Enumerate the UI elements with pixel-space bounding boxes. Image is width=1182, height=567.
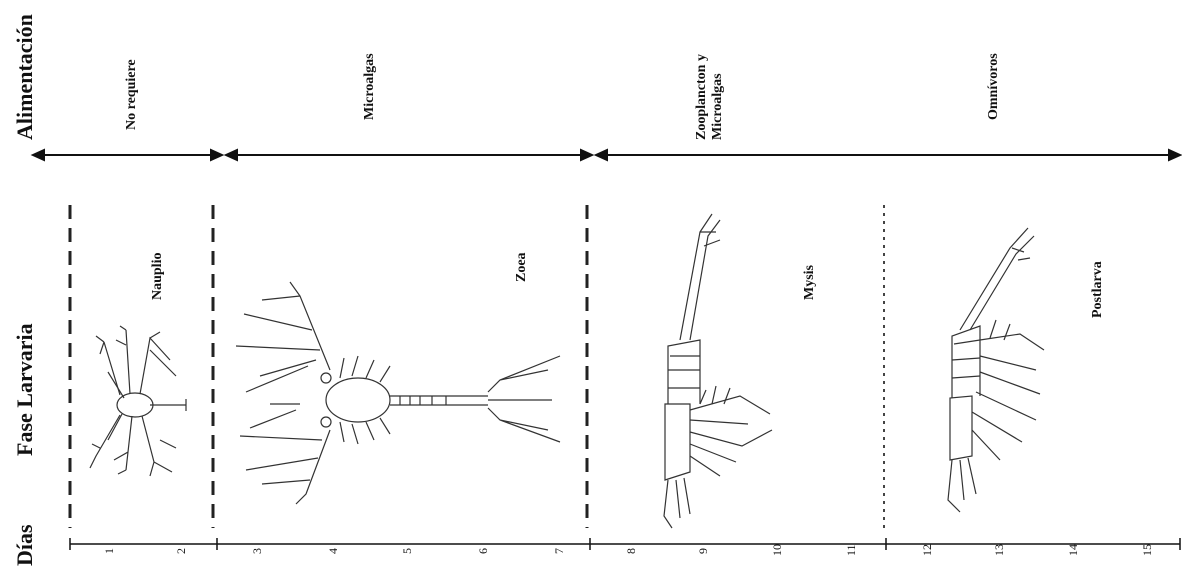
day-tick: 12 bbox=[920, 544, 935, 556]
stage-label-zoea: Zoea bbox=[514, 252, 530, 282]
postlarva-drawing bbox=[948, 228, 1044, 512]
day-tick: 9 bbox=[696, 548, 711, 554]
day-tick: 6 bbox=[476, 548, 491, 554]
day-tick: 1 bbox=[102, 548, 117, 554]
day-tick: 5 bbox=[400, 548, 415, 554]
days-row-title: Días bbox=[12, 524, 38, 566]
feeding-row-title: Alimentación bbox=[12, 14, 38, 140]
feeding-label-no-requiere: No requiere bbox=[124, 59, 140, 130]
day-tick: 3 bbox=[250, 548, 265, 554]
day-tick: 15 bbox=[1140, 544, 1155, 556]
feeding-label-omnivoros: Omnívoros bbox=[986, 53, 1002, 120]
day-tick: 11 bbox=[844, 544, 859, 556]
stage-label-postlarva: Postlarva bbox=[1090, 261, 1106, 318]
day-tick: 14 bbox=[1066, 544, 1081, 556]
day-tick: 10 bbox=[770, 544, 785, 556]
feeding-label-microalgas: Microalgas bbox=[362, 53, 378, 120]
stage-label-nauplio: Nauplio bbox=[150, 253, 166, 300]
mysis-drawing bbox=[664, 214, 772, 528]
day-tick: 2 bbox=[174, 548, 189, 554]
feeding-arrows bbox=[33, 150, 1180, 160]
nauplius-drawing bbox=[90, 326, 186, 476]
day-tick: 8 bbox=[624, 548, 639, 554]
feeding-label-zooplancton: Zooplancton y bbox=[694, 54, 710, 140]
zoea-drawing bbox=[236, 282, 560, 504]
day-tick: 7 bbox=[552, 548, 567, 554]
feeding-label-zooplancton-2: Microalgas bbox=[710, 73, 726, 140]
day-tick: 13 bbox=[992, 544, 1007, 556]
day-tick: 4 bbox=[326, 548, 341, 554]
stage-label-mysis: Mysis bbox=[802, 265, 818, 300]
stage-row-title: Fase Larvaria bbox=[12, 323, 38, 456]
